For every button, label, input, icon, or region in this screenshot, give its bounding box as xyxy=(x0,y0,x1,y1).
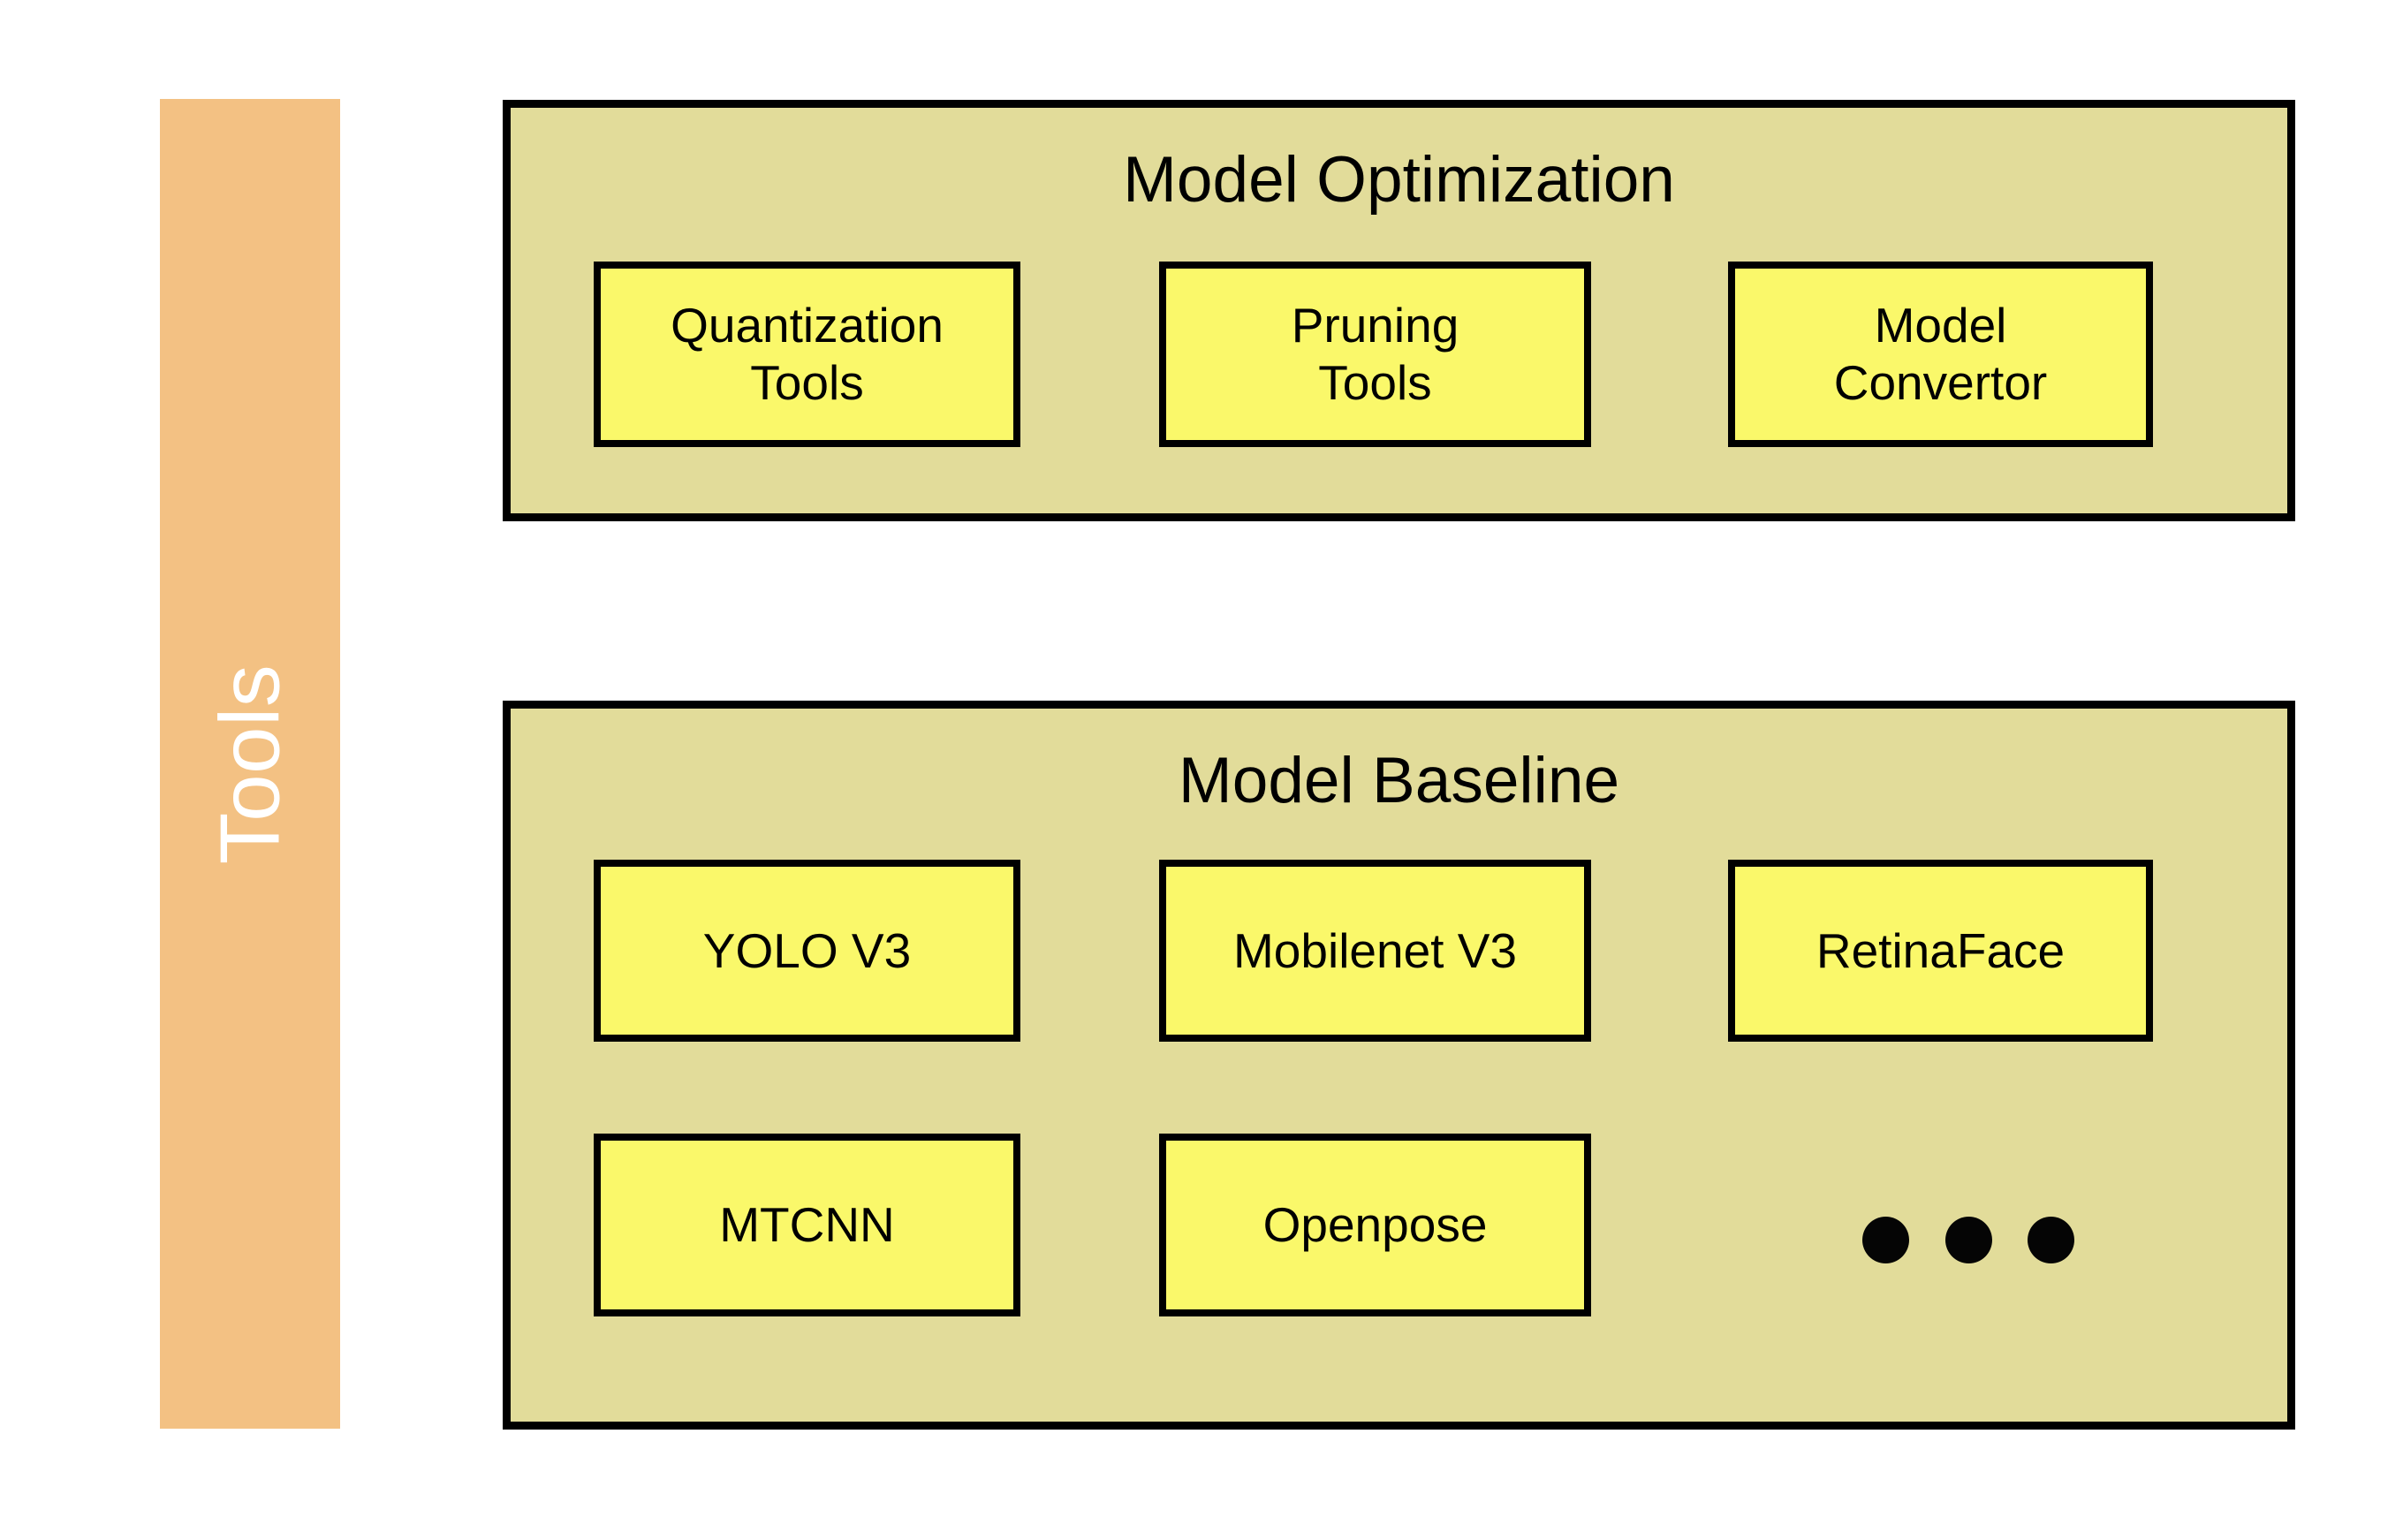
item-box-pruning-tools[interactable]: Pruning Tools xyxy=(1159,262,1591,447)
item-box-quantization-tools[interactable]: Quantization Tools xyxy=(594,262,1020,447)
item-label: RetinaFace xyxy=(1816,922,2066,978)
item-box-yolo-v3[interactable]: YOLO V3 xyxy=(594,860,1020,1042)
item-label: Openpose xyxy=(1262,1197,1488,1253)
item-box-retinaface[interactable]: RetinaFace xyxy=(1728,860,2153,1042)
group-panel-model-baseline: Model Baseline YOLO V3 Mobilenet V3 Reti… xyxy=(503,701,2295,1430)
item-label: YOLO V3 xyxy=(702,922,912,978)
ellipsis-dot-icon xyxy=(1862,1216,1909,1263)
item-box-mtcnn[interactable]: MTCNN xyxy=(594,1134,1020,1316)
item-box-openpose[interactable]: Openpose xyxy=(1159,1134,1591,1316)
item-label: MTCNN xyxy=(719,1197,895,1253)
ellipsis-more-models-icon xyxy=(1862,1215,2074,1264)
item-label: Quantization Tools xyxy=(671,298,944,410)
group-panel-model-optimization: Model Optimization Quantization Tools Pr… xyxy=(503,100,2295,521)
item-label: Mobilenet V3 xyxy=(1232,922,1518,978)
item-box-mobilenet-v3[interactable]: Mobilenet V3 xyxy=(1159,860,1591,1042)
item-label: Model Convertor xyxy=(1833,298,2048,410)
ellipsis-dot-icon xyxy=(1944,1216,1992,1263)
group-title-model-baseline: Model Baseline xyxy=(1178,745,1620,816)
category-bar-tools: Tools xyxy=(160,99,340,1429)
ellipsis-dot-icon xyxy=(2028,1216,2074,1263)
group-title-model-optimization: Model Optimization xyxy=(1123,144,1675,216)
item-label: Pruning Tools xyxy=(1291,298,1459,410)
item-box-model-convertor[interactable]: Model Convertor xyxy=(1728,262,2153,447)
category-bar-label: Tools xyxy=(202,664,298,864)
